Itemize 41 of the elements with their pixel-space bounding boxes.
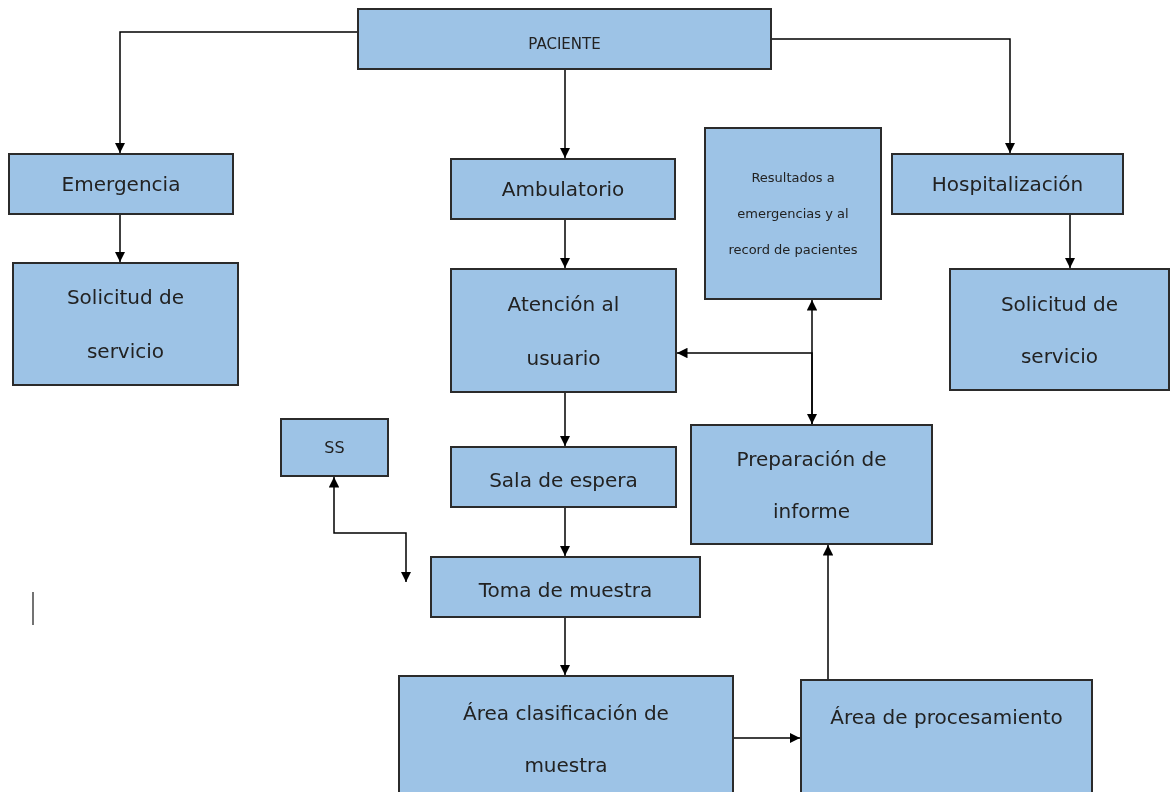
arrow xyxy=(114,214,126,263)
process-box xyxy=(450,268,677,393)
process-box xyxy=(800,679,1093,792)
arrow xyxy=(1064,214,1076,269)
node-label: Solicitud de servicio xyxy=(999,290,1120,370)
process-box xyxy=(450,446,677,508)
node-label: Hospitalización xyxy=(931,172,1084,196)
process-box xyxy=(12,262,239,386)
arrow xyxy=(559,617,571,676)
process-box xyxy=(949,268,1170,391)
node-label: Sala de espera xyxy=(489,468,638,492)
process-box xyxy=(357,8,772,70)
arrow xyxy=(822,544,834,680)
arrow xyxy=(328,476,412,583)
process-box xyxy=(690,424,933,545)
node-label: Solicitud de servicio xyxy=(65,284,186,365)
node-label: Preparación de informe xyxy=(735,445,888,525)
node-label: Área de procesamiento xyxy=(830,705,1063,729)
process-box xyxy=(280,418,389,477)
node-label: Emergencia xyxy=(61,172,181,196)
arrow xyxy=(559,219,571,269)
node-label: Área clasificación de muestra xyxy=(462,700,670,779)
process-box xyxy=(398,675,734,792)
arrow xyxy=(559,392,571,447)
process-box xyxy=(8,153,234,215)
arrow xyxy=(114,31,358,154)
process-box xyxy=(704,127,882,300)
node-label: PACIENTE xyxy=(528,34,601,54)
node-label: Resultados a emergencias y al record de pacientes xyxy=(727,168,859,259)
process-box xyxy=(450,158,676,220)
arrow xyxy=(771,38,1016,154)
arrow xyxy=(733,732,801,744)
node-label: Ambulatorio xyxy=(501,177,625,201)
arrow xyxy=(676,347,813,425)
process-box xyxy=(891,153,1124,215)
node-label: Toma de muestra xyxy=(478,578,653,602)
process-box xyxy=(430,556,701,618)
node-label: Atención al usuario xyxy=(506,290,621,372)
node-label: SS xyxy=(324,437,345,458)
arrow xyxy=(559,507,571,557)
arrow xyxy=(559,69,571,159)
